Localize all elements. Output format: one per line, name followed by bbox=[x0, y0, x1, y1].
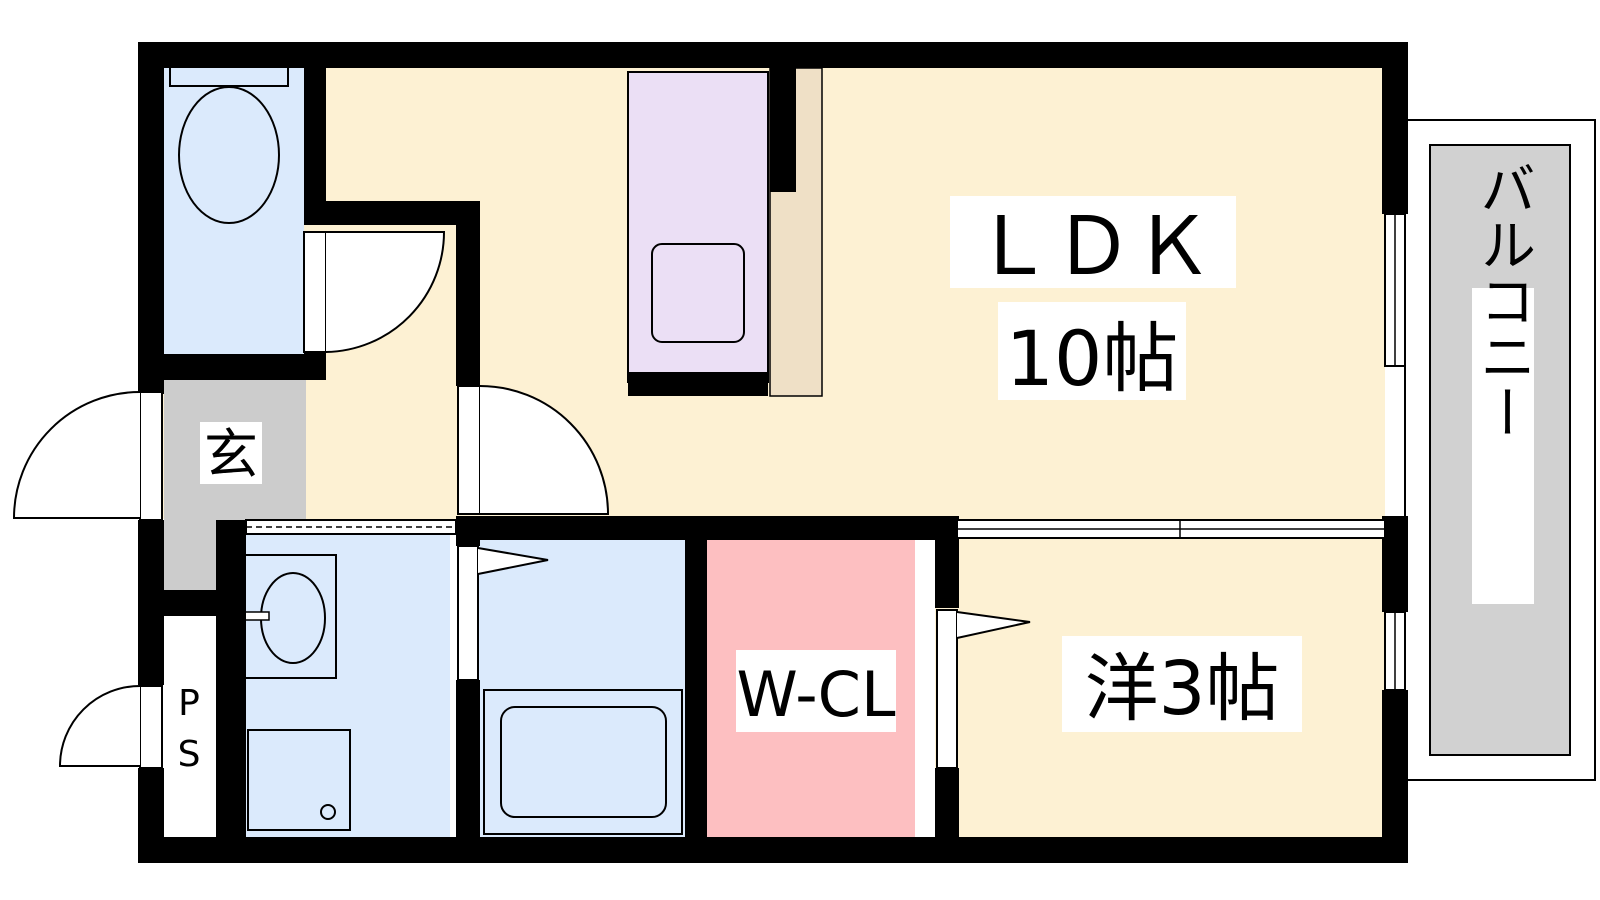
ps-door-swing bbox=[58, 685, 141, 767]
wall-bath-right bbox=[685, 516, 707, 856]
washing-machine-pan bbox=[247, 729, 351, 831]
wash-basin-faucet bbox=[244, 611, 270, 621]
toilet-door-swing bbox=[325, 231, 446, 353]
wall-ps-top bbox=[160, 590, 240, 616]
ps-door-leaf bbox=[139, 685, 163, 769]
hall-door-leaf bbox=[457, 385, 481, 515]
ldk-label-bg bbox=[950, 196, 1236, 288]
wall-right-upper bbox=[1382, 42, 1408, 214]
ldk-size-label-bg bbox=[998, 302, 1186, 400]
pipe-space-label-p: P bbox=[178, 683, 200, 724]
wall-mid-left bbox=[216, 520, 246, 860]
western-door-leaf bbox=[936, 609, 958, 769]
washing-machine-drain bbox=[320, 804, 336, 820]
wall-hall-top bbox=[304, 201, 480, 225]
wall-toilet-right bbox=[304, 64, 326, 224]
pipe-space-label-s: S bbox=[178, 734, 201, 775]
wall-left-mid bbox=[138, 520, 164, 685]
labels: ＬＤＫ 10帖 洋3帖 W-CL 玄 P S バルコニー bbox=[178, 160, 1536, 775]
entrance-label-bg bbox=[200, 422, 262, 484]
entrance-door-leaf bbox=[139, 391, 163, 521]
wall-left-lower bbox=[138, 768, 164, 863]
western-room-label: 洋3帖 bbox=[1084, 646, 1279, 732]
western-label-bg bbox=[1062, 636, 1302, 732]
western-door-fold bbox=[956, 611, 1031, 639]
wash-basin-bowl bbox=[260, 572, 326, 664]
ldk-size-label: 10帖 bbox=[1006, 314, 1179, 403]
windows bbox=[245, 213, 1406, 691]
wall-closet-right-lower bbox=[935, 768, 959, 858]
bath-door-fold bbox=[477, 547, 549, 575]
wall-toilet-door-jamb bbox=[304, 350, 326, 380]
doors bbox=[12, 231, 1031, 769]
wall-bath-left-lower bbox=[456, 680, 480, 860]
bathtub-inner bbox=[500, 706, 667, 818]
kitchen-partition-wall bbox=[770, 64, 796, 192]
wall-bottom bbox=[138, 837, 1408, 863]
wall-hall-right bbox=[456, 201, 480, 386]
toilet-door-leaf bbox=[303, 231, 327, 353]
kitchen-sink bbox=[651, 243, 745, 343]
wall-toilet-bottom bbox=[160, 354, 326, 380]
bath-door-leaf bbox=[457, 545, 479, 681]
kitchen-base bbox=[628, 372, 768, 396]
entrance-label: 玄 bbox=[204, 423, 258, 486]
ldk-name-label: ＬＤＫ bbox=[973, 200, 1213, 293]
wall-mid-right-stub bbox=[1382, 516, 1408, 540]
wall-bath-left-upper bbox=[456, 516, 480, 546]
balcony-label-bg bbox=[1472, 288, 1534, 604]
hall-door-swing bbox=[479, 385, 610, 515]
wall-right-lower bbox=[1382, 690, 1408, 863]
toilet-tank bbox=[169, 65, 289, 87]
closet-label: W-CL bbox=[737, 658, 896, 731]
balcony-label: バルコニー bbox=[1471, 160, 1536, 440]
walls bbox=[138, 42, 1408, 863]
kitchen bbox=[627, 64, 823, 397]
closet-label-bg bbox=[736, 650, 896, 732]
pipe-space-floor bbox=[164, 615, 214, 837]
wall-closet-right-upper bbox=[935, 516, 959, 608]
toilet-bowl bbox=[178, 86, 280, 224]
wall-left-upper bbox=[138, 42, 164, 394]
wall-top bbox=[138, 42, 1408, 68]
fixtures bbox=[169, 65, 683, 835]
entrance-door-swing bbox=[12, 391, 141, 519]
